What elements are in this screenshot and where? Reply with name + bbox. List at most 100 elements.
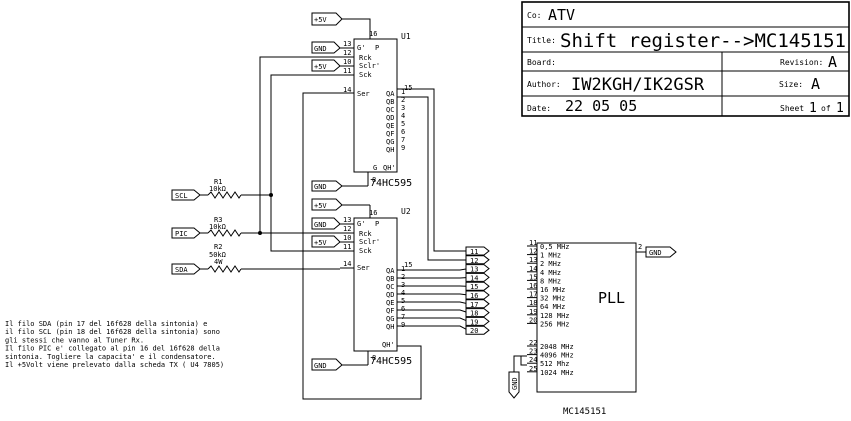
u1-rpin-15: 15 [404,84,412,92]
pll-pin-num-17: 17 [529,291,537,299]
pll-pin-label-23: 4096 MHz [540,352,574,360]
connector-14 [465,272,490,282]
u1-out-qf: QF [386,130,394,138]
pll-pin-label-15: 8 MHz [540,277,561,285]
connector-20 [465,325,490,335]
r1-ref: R1 [214,178,222,186]
u2-part: 74HC595 [370,356,412,367]
connector-label-16: 16 [470,292,478,300]
u1-pin-sclr: Sclr' [359,62,380,70]
pll-pin-num-25: 25 [529,365,537,373]
u2-pinnum-10: 10 [343,234,351,242]
title-value: Shift register-->MC145151 [560,30,846,52]
pll-pin-num-19: 19 [529,308,537,316]
note-line-1: il filo SCL (pin 18 del 16f628 della sin… [5,328,220,336]
u1-plus5v-label: +5V [314,16,327,24]
wiring [258,56,466,400]
u1-part: 74HC595 [370,178,412,189]
r2-ref: R2 [214,243,222,251]
u1-out-qe: QE [386,122,394,130]
size-value: A [811,75,820,93]
u2-pin-qh2: QH' [382,341,395,349]
u2-rpin-7: 7 [401,313,405,321]
r3-value: 10kΩ [209,223,226,231]
pll-pin-label-25: 1024 MHz [540,369,574,377]
u2-pinnum-11: 11 [343,243,351,251]
co-value: ATV [548,6,575,24]
pll-pin-label-18: 64 MHz [540,303,565,311]
sheet-value: 1 [809,101,817,116]
board-label: Board: [527,58,556,67]
u2-out-qh: QH [386,323,394,331]
pll-pin-label-20: 256 MHz [540,320,570,328]
author-value: IW2KGH/IK2GSR [571,75,705,95]
pll-pin-num-18: 18 [529,299,537,307]
r3-ref: R3 [214,216,222,224]
u1-out-qg: QG [386,138,394,146]
connector-15 [465,281,490,291]
u1-pinnum-16: 16 [369,30,377,38]
note-line-5: Il +5Volt viene prelevato dalla scheda T… [5,361,224,369]
u2-pin-ser: Ser [357,264,370,272]
u1-ref: U1 [401,32,411,41]
pll-pin-num-22: 22 [529,339,537,347]
u2-pinnum-13: 13 [343,216,351,224]
u1-rpin-1: 1 [401,88,405,96]
u2-plus5v-label: +5V [314,202,327,210]
title-block: Co: ATV Title: Shift register-->MC145151… [521,1,850,117]
connector-17 [465,299,490,309]
connector-12 [465,255,490,265]
connector-label-13: 13 [470,266,478,274]
connector-label-14: 14 [470,274,478,282]
connector-11 [465,246,490,256]
u2-rpin-4: 4 [401,289,405,297]
u1-out-qa: QA [386,90,395,98]
pll-pin-label-22: 2048 MHz [540,343,574,351]
pll-pin-label-12: 1 MHz [540,252,561,260]
r1-value: 10kΩ [209,185,226,193]
pll-pin-num-16: 16 [529,282,537,290]
r1-resistor [207,191,242,199]
u1-pinnum-12: 12 [343,49,351,57]
pll-pin-label-16: 16 MHz [540,286,565,294]
input-section: SCL R1 10kΩ PIC R3 10kΩ SDA R2 50kΩ 4W [171,178,340,275]
u1-pin-p: P [375,44,379,52]
pll-pin-num-15: 15 [529,273,537,281]
title-label: Title: [527,36,556,45]
u2-gnd-label: GND [314,221,327,229]
r2-value: 50kΩ [209,251,226,259]
u2-pin-sclr: Sclr' [359,238,380,246]
note-line-0: Il filo SDA (pin 17 del 16f628 della sin… [5,320,207,328]
pll-pin-label-19: 128 MHz [540,312,570,320]
r3-resistor [207,229,242,237]
u1-gnd-bottom-label: GND [314,183,327,191]
sheet-label: Sheet [780,104,804,113]
u2-pinnum-14: 14 [343,260,351,268]
u1-rpin-5: 5 [401,120,405,128]
u1-chip: U1 G' P Rck Sclr' Sck Ser QAQBQCQDQEQFQG… [340,26,412,189]
pll-pin-label-11: 0,5 MHz [540,243,570,251]
u1-rpin-7: 7 [401,136,405,144]
u2-rpin-6: 6 [401,305,405,313]
u2-wire-0 [397,268,467,271]
pll-pin-label-17: 32 MHz [540,295,565,303]
u1-out-qb: QB [386,98,394,106]
u2-sclr-plus5v-label: +5V [314,239,327,247]
u1-pin-g: G' [357,44,365,52]
note-line-4: sintonia. Togliere la capacita' e il con… [5,353,216,361]
u1-pinnum-14: 14 [343,86,351,94]
note-text: Il filo SDA (pin 17 del 16f628 della sin… [5,320,224,369]
connector-19 [465,316,490,326]
u1-pinnum-8: 8 [372,176,376,184]
u2-wire-4 [397,301,467,304]
u2-pinnum-12: 12 [343,225,351,233]
pll-pin-num-20: 20 [529,316,537,324]
u1-rpin-3: 3 [401,104,405,112]
connector-13 [465,264,490,274]
